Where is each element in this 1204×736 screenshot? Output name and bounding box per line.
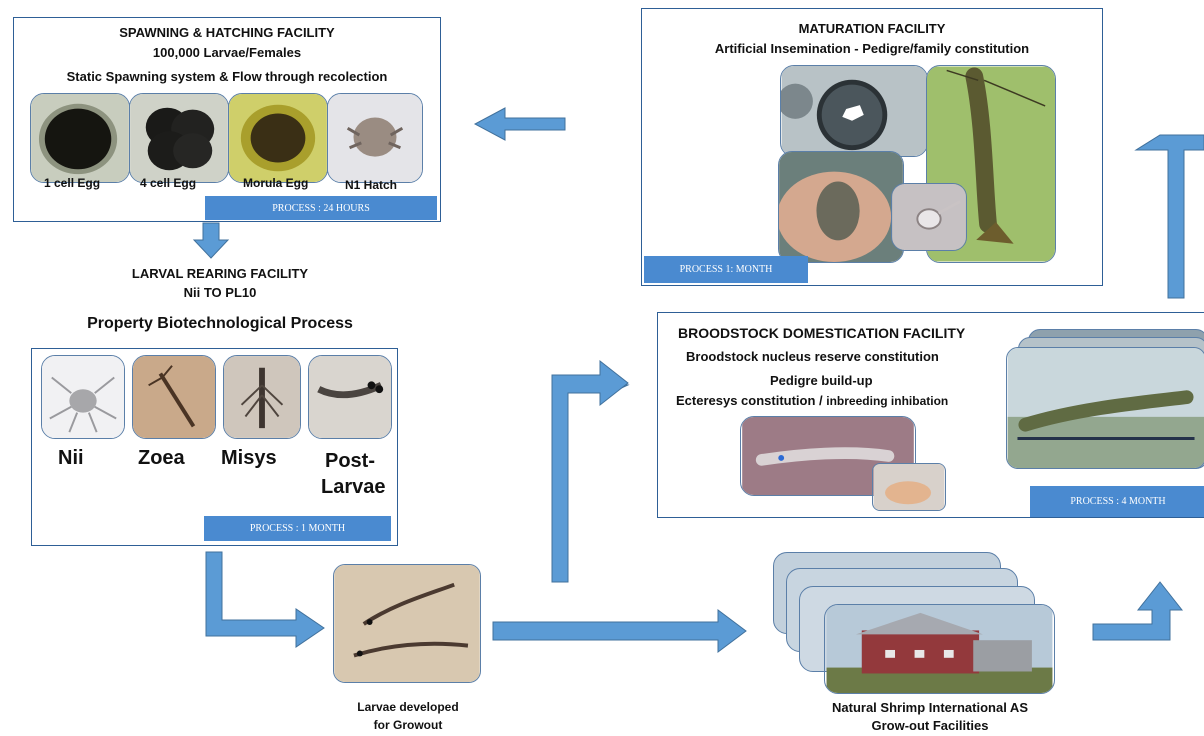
larval-subtitle: Nii TO PL10: [183, 285, 257, 300]
larval-heading: Property Biotechnological Process: [87, 315, 353, 332]
broodstock-line1: Broodstock nucleus reserve constitution: [686, 349, 939, 364]
larvae-developed-photo: [333, 564, 481, 683]
broodstock-line3: Ecteresys constitution / inbreeding inhi…: [676, 393, 948, 408]
arrow-up-right-side: [1092, 581, 1184, 641]
broodstock-line2: Pedigre build-up: [770, 373, 873, 388]
spawning-title: SPAWNING & HATCHING FACILITY: [119, 25, 335, 40]
larvae-developed-caption-1: Larvae developed: [357, 700, 459, 714]
spawning-line1: 100,000 Larvae/Females: [152, 45, 302, 60]
stage-label-post: Post-: [325, 450, 375, 472]
growout-caption-2: Grow-out Facilities: [871, 718, 989, 733]
stage-label-nii: Nii: [58, 447, 84, 469]
growout-facility-photo: [824, 604, 1055, 694]
stage-label-n1-hatch: N1 Hatch: [345, 178, 398, 192]
broodstock-title: BROODSTOCK DOMESTICATION FACILITY: [678, 325, 966, 341]
insemination-dish-photo: [780, 65, 928, 157]
hand-held-shrimp-photo: [778, 151, 904, 263]
stage-label-4-cell-egg: 4 cell Egg: [140, 176, 197, 190]
hand-with-shrimp-photo: [872, 463, 946, 511]
broodstock-line3-small: inbreeding inhibation: [826, 394, 949, 408]
arrow-up-to-broodstock-shaft: [551, 359, 629, 583]
maturation-title: MATURATION FACILITY: [798, 21, 946, 36]
broodstock-line3-main: Ecteresys constitution /: [676, 393, 827, 408]
n1-hatch-photo: [327, 93, 423, 183]
zoea-larva-photo: [132, 355, 216, 439]
broodstock-facility-box: BROODSTOCK DOMESTICATION FACILITY Broods…: [657, 312, 1204, 518]
stage-label-zoea: Zoea: [138, 447, 185, 469]
stage-label-1-cell-egg: 1 cell Egg: [44, 176, 101, 190]
nii-larva-photo: [41, 355, 125, 439]
stage-label-misys: Misys: [221, 447, 277, 469]
larval-title: LARVAL REARING FACILITY: [131, 266, 309, 281]
misys-larva-photo: [223, 355, 301, 439]
maturation-facility-box: MATURATION FACILITY Artificial Inseminat…: [641, 8, 1103, 286]
arrow-l-to-growout-larvae: [205, 551, 325, 648]
larval-process-banner: PROCESS : 1 MONTH: [204, 516, 391, 541]
arrow-left-to-spawning: [473, 107, 566, 141]
spawning-facility-box: SPAWNING & HATCHING FACILITY 100,000 Lar…: [13, 17, 441, 222]
spermatophore-detail-photo: [891, 183, 967, 251]
arrow-right-to-facilities: [492, 609, 747, 653]
female-broodstock-photo: [926, 65, 1056, 263]
post-larvae-photo: [308, 355, 392, 439]
broodstock-tank-photo: [1006, 347, 1204, 469]
broodstock-process-banner: PROCESS : 4 MONTH: [1030, 486, 1204, 517]
maturation-process-banner: PROCESS 1: MONTH: [644, 256, 808, 283]
stage-label-morula-egg: Morula Egg: [243, 176, 309, 190]
egg-1-cell-photo: [30, 93, 130, 183]
morula-egg-photo: [228, 93, 328, 183]
growout-caption-1: Natural Shrimp International AS: [832, 700, 1028, 715]
spawning-line2: Static Spawning system & Flow through re…: [66, 69, 388, 84]
larval-facility-box: Nii Zoea Misys Post- Larvae PROCESS : 1 …: [31, 348, 398, 546]
arrow-down-to-larval: [192, 222, 230, 259]
spawning-process-banner: PROCESS : 24 HOURS: [205, 196, 437, 220]
egg-4-cell-photo: [129, 93, 229, 183]
larvae-developed-caption-2: for Growout: [373, 718, 443, 732]
maturation-subtitle: Artificial Insemination - Pedigre/family…: [714, 41, 1030, 56]
arrow-up-to-maturation: [1134, 134, 1204, 299]
stage-label-larvae: Larvae: [321, 476, 386, 498]
